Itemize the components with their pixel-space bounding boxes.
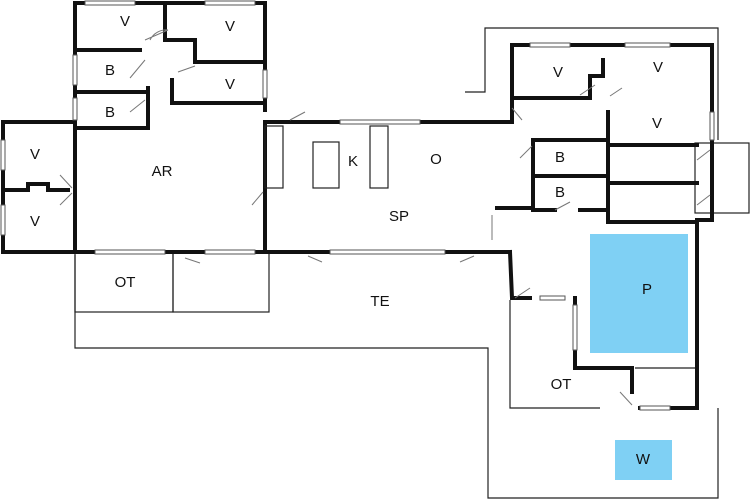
room-label-ot-right: OT: [551, 376, 572, 393]
room-label-v-top-left: V: [120, 13, 130, 30]
room-label-ar: AR: [152, 163, 173, 180]
room-label-v-top-right: V: [225, 18, 235, 35]
room-label-v-left-lower: V: [30, 213, 40, 230]
room-label-v-right-c: V: [652, 115, 662, 132]
room-label-b-right-upper: B: [555, 149, 565, 166]
room-label-o: O: [430, 151, 442, 168]
windows: [0, 0, 715, 411]
room-label-sp: SP: [389, 208, 409, 225]
room-label-v-left-upper: V: [30, 146, 40, 163]
room-label-v-mid-top: V: [225, 76, 235, 93]
walls: [1, 1, 714, 410]
room-label-w: W: [636, 451, 651, 468]
pool: [590, 234, 688, 353]
room-labels: V V V B B V V AR K O SP V V V B B OT TE …: [30, 13, 663, 468]
room-label-b-upper: B: [105, 62, 115, 79]
room-label-ot-left: OT: [115, 274, 136, 291]
kitchen-counters: [264, 125, 389, 189]
room-label-v-right-b: V: [653, 59, 663, 76]
room-label-pool: P: [642, 281, 652, 298]
water-feature: [615, 440, 672, 480]
doors: [59, 29, 711, 406]
room-label-v-right-a: V: [553, 64, 563, 81]
room-label-b-right-lower: B: [555, 184, 565, 201]
room-label-te: TE: [370, 293, 389, 310]
room-label-k: K: [348, 153, 358, 170]
room-label-b-lower: B: [105, 104, 115, 121]
